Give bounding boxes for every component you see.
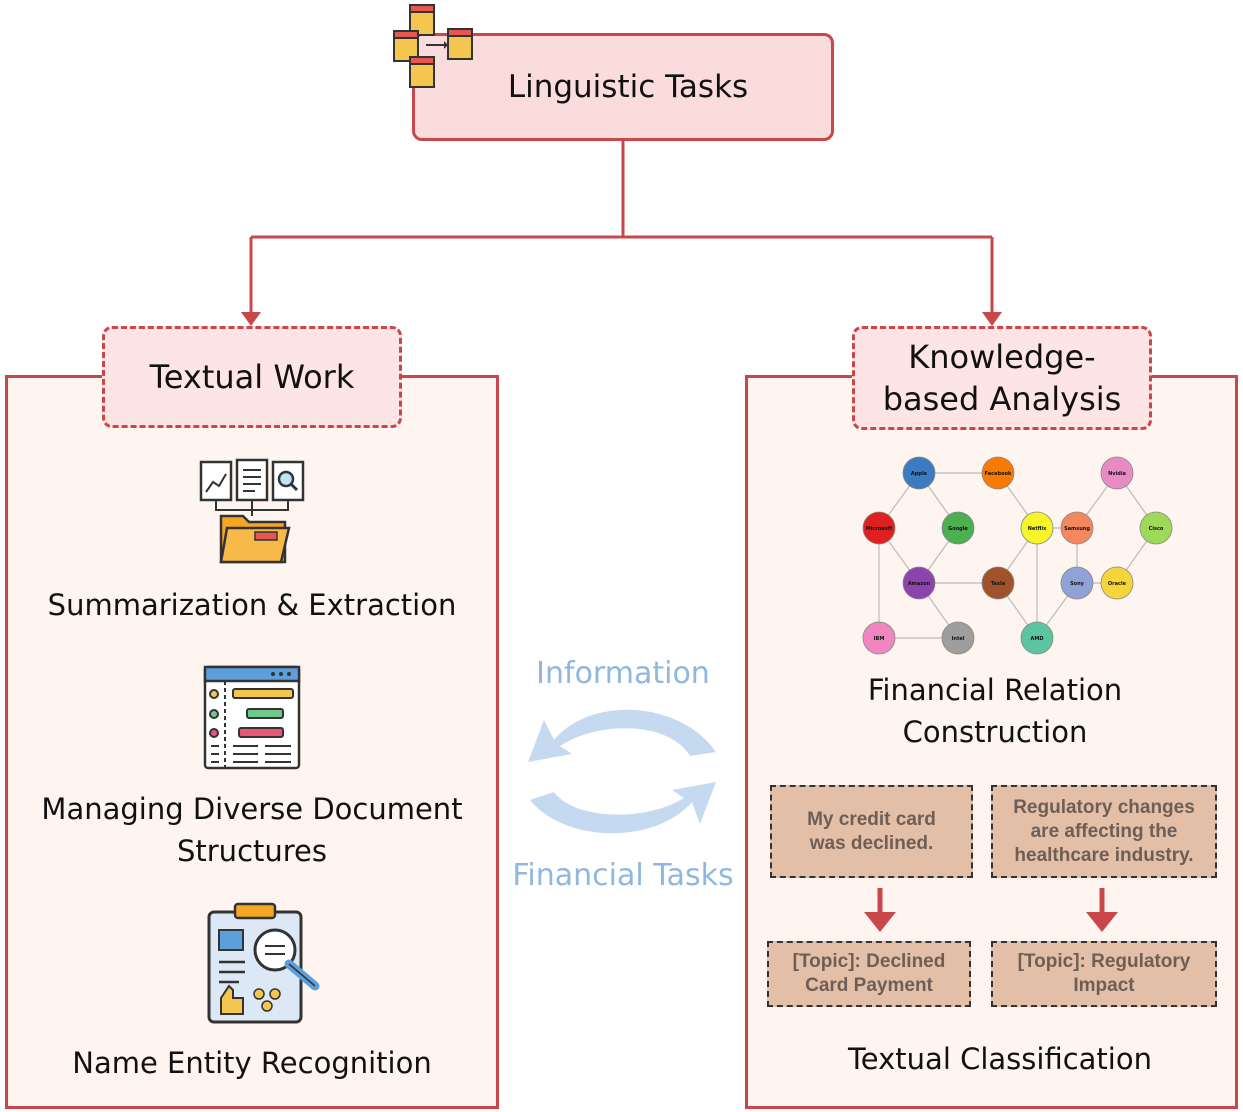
graph-node-label: Oracle bbox=[1108, 581, 1127, 587]
graph-node-oracle: Oracle bbox=[1100, 566, 1134, 600]
documents-folder-icon bbox=[199, 458, 305, 564]
financial-relation-label-1: Financial Relation bbox=[867, 673, 1123, 707]
graph-node-label: Apple bbox=[911, 471, 928, 477]
graph-node-netflix: Netflix bbox=[1020, 511, 1054, 545]
graph-node-label: Netflix bbox=[1028, 526, 1047, 532]
financial-tasks-label: Financial Tasks bbox=[512, 858, 734, 893]
financial-relation-label-2: Construction bbox=[902, 715, 1088, 749]
document-structures-label-2: Structures bbox=[176, 834, 327, 868]
graph-node-label: Sony bbox=[1070, 581, 1085, 587]
example-text-card-1: My credit card was declined. bbox=[770, 785, 973, 878]
graph-node-label: Google bbox=[948, 526, 968, 532]
graph-node-apple: Apple bbox=[902, 456, 936, 490]
ner-label: Name Entity Recognition bbox=[72, 1046, 432, 1080]
summarization-label: Summarization & Extraction bbox=[47, 588, 457, 622]
graph-node-label: Amazon bbox=[908, 581, 931, 587]
graph-node-cisco: Cisco bbox=[1139, 511, 1173, 545]
graph-node-label: Samsung bbox=[1064, 526, 1090, 532]
graph-node-ibm: IBM bbox=[862, 621, 896, 655]
graph-node-label: Tesla bbox=[991, 581, 1005, 587]
graph-node-label: AMD bbox=[1031, 636, 1044, 642]
topic-card-2: [Topic]: Regulatory Impact bbox=[991, 941, 1217, 1007]
graph-node-nvidia: Nvidia bbox=[1100, 456, 1134, 490]
information-label: Information bbox=[536, 656, 710, 691]
graph-node-label: IBM bbox=[874, 636, 885, 642]
graph-node-sony: Sony bbox=[1060, 566, 1094, 600]
graph-node-label: Cisco bbox=[1149, 526, 1164, 532]
graph-node-google: Google bbox=[941, 511, 975, 545]
documents-transfer-icon bbox=[393, 4, 473, 88]
topic-card-1: [Topic]: Declined Card Payment bbox=[767, 941, 971, 1007]
down-arrow-icon bbox=[1086, 888, 1118, 932]
textual-work-header: Textual Work bbox=[102, 326, 402, 428]
graph-node-label: Facebook bbox=[985, 471, 1012, 477]
graph-node-facebook: Facebook bbox=[981, 456, 1015, 490]
graph-node-label: Intel bbox=[952, 636, 965, 642]
textual-classification-label: Textual Classification bbox=[848, 1042, 1152, 1076]
graph-node-microsoft: Microsoft bbox=[862, 511, 896, 545]
document-structures-label-1: Managing Diverse Document bbox=[41, 792, 463, 826]
root-title: Linguistic Tasks bbox=[507, 69, 749, 105]
graph-node-label: Microsoft bbox=[866, 526, 893, 532]
example-text-card-2: Regulatory changes are affecting the hea… bbox=[991, 785, 1217, 878]
down-arrow-icon bbox=[864, 888, 896, 932]
document-layout-icon bbox=[203, 665, 301, 770]
knowledge-analysis-header: Knowledge- based Analysis bbox=[852, 326, 1152, 430]
clipboard-magnifier-icon bbox=[207, 902, 320, 1024]
graph-node-amazon: Amazon bbox=[902, 566, 936, 600]
graph-node-amd: AMD bbox=[1020, 621, 1054, 655]
graph-node-intel: Intel bbox=[941, 621, 975, 655]
graph-node-label: Nvidia bbox=[1108, 471, 1126, 477]
exchange-arrows-icon bbox=[528, 709, 716, 834]
graph-node-samsung: Samsung bbox=[1060, 511, 1094, 545]
graph-node-tesla: Tesla bbox=[981, 566, 1015, 600]
